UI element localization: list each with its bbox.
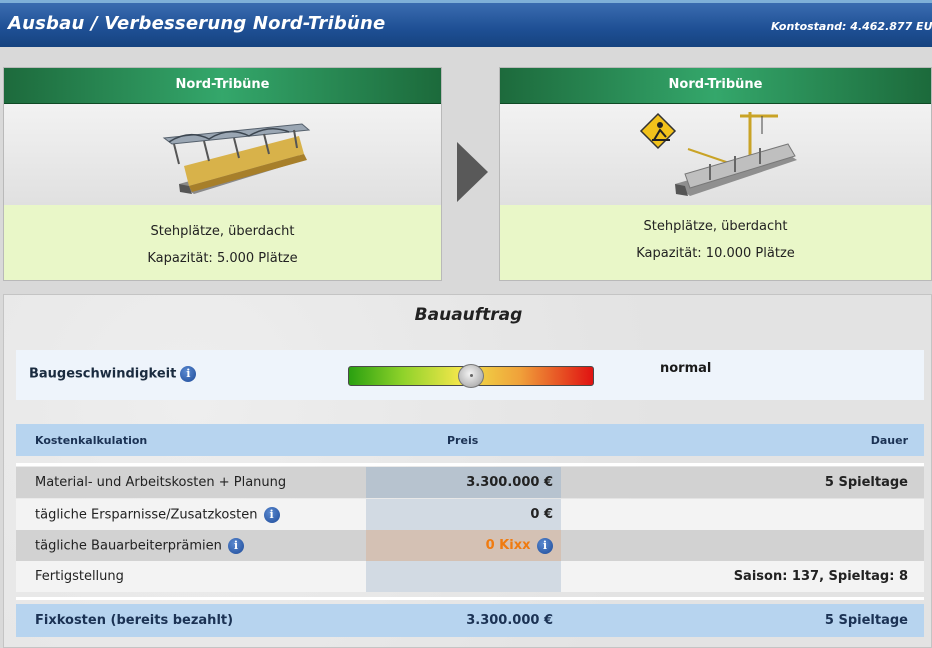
current-stand-image <box>4 104 441 206</box>
table-row: tägliche Bauarbeiterprämien i 0 Kixx i <box>16 530 924 561</box>
slider-knob[interactable] <box>458 364 484 388</box>
cost-table-header: Kostenkalkulation Preis Dauer <box>16 424 924 456</box>
cost-header-duration: Dauer <box>870 434 908 447</box>
fixed-costs-duration: 5 Spieltage <box>824 613 908 628</box>
cost-header-label: Kostenkalkulation <box>35 434 148 447</box>
row-price: 0 € <box>366 499 561 530</box>
row-price <box>366 561 561 592</box>
target-stand-capacity: Kapazität: 10.000 Plätze <box>636 246 795 261</box>
row-label: Material- und Arbeitskosten + Planung <box>35 475 287 490</box>
build-speed-slider[interactable] <box>348 364 594 388</box>
info-icon[interactable]: i <box>180 366 197 382</box>
row-label-text: tägliche Bauarbeiterprämien <box>35 538 222 554</box>
row-duration: 5 Spieltage <box>824 475 908 490</box>
row-label-text: tägliche Ersparnisse/Zusatzkosten <box>35 507 258 523</box>
current-stand-card: Nord-Tribüne Stehplätze, überdacht Kapaz… <box>3 67 442 281</box>
target-stand-card: Nord-Tribüne Stehplätze, überdacht Kapaz… <box>499 67 932 281</box>
row-duration: Saison: 137, Spieltag: 8 <box>733 569 908 584</box>
target-stand-type: Stehplätze, überdacht <box>643 219 788 234</box>
build-order-title: Bauauftrag <box>414 305 523 325</box>
row-label: tägliche Bauarbeiterprämien i <box>35 538 245 554</box>
table-row: tägliche Ersparnisse/Zusatzkosten i 0 € <box>16 499 924 530</box>
info-icon[interactable]: i <box>228 538 245 554</box>
table-divider <box>16 597 924 600</box>
page-header: Ausbau / Verbesserung Nord-Tribüne Konto… <box>0 0 932 47</box>
stand-roofed-icon <box>162 123 311 194</box>
table-divider <box>16 463 924 466</box>
row-label: tägliche Ersparnisse/Zusatzkosten i <box>35 507 280 523</box>
page-title: Ausbau / Verbesserung Nord-Tribüne <box>8 13 386 34</box>
row-label: Fertigstellung <box>35 569 124 584</box>
current-stand-type: Stehplätze, überdacht <box>150 224 295 239</box>
current-stand-capacity: Kapazität: 5.000 Plätze <box>147 251 298 266</box>
info-icon[interactable]: i <box>537 537 553 554</box>
fixed-costs-row: Fixkosten (bereits bezahlt) 3.300.000 € … <box>16 604 924 637</box>
table-row: Material- und Arbeitskosten + Planung 3.… <box>16 467 924 498</box>
row-price: 3.300.000 € <box>366 467 561 498</box>
account-balance: Kontostand: 4.462.877 EU <box>771 20 932 33</box>
row-price: 0 Kixx i <box>366 530 561 561</box>
cost-header-price: Preis <box>447 434 479 447</box>
target-stand-info: Stehplätze, überdacht Kapazität: 10.000 … <box>500 205 931 280</box>
kixx-value: 0 Kixx <box>485 538 531 553</box>
build-speed-label-text: Baugeschwindigkeit <box>29 366 177 382</box>
info-icon[interactable]: i <box>263 507 280 523</box>
construction-stand-icon <box>639 112 797 196</box>
table-row: Fertigstellung Saison: 137, Spieltag: 8 <box>16 561 924 592</box>
target-stand-image <box>500 104 931 206</box>
current-stand-title: Nord-Tribüne <box>4 68 441 104</box>
fixed-costs-price: 3.300.000 € <box>466 613 553 628</box>
arrow-right-icon <box>457 142 488 202</box>
fixed-costs-label: Fixkosten (bereits bezahlt) <box>35 613 234 628</box>
target-stand-title: Nord-Tribüne <box>500 68 931 104</box>
current-stand-info: Stehplätze, überdacht Kapazität: 5.000 P… <box>4 205 441 280</box>
build-speed-value: normal <box>660 361 712 376</box>
